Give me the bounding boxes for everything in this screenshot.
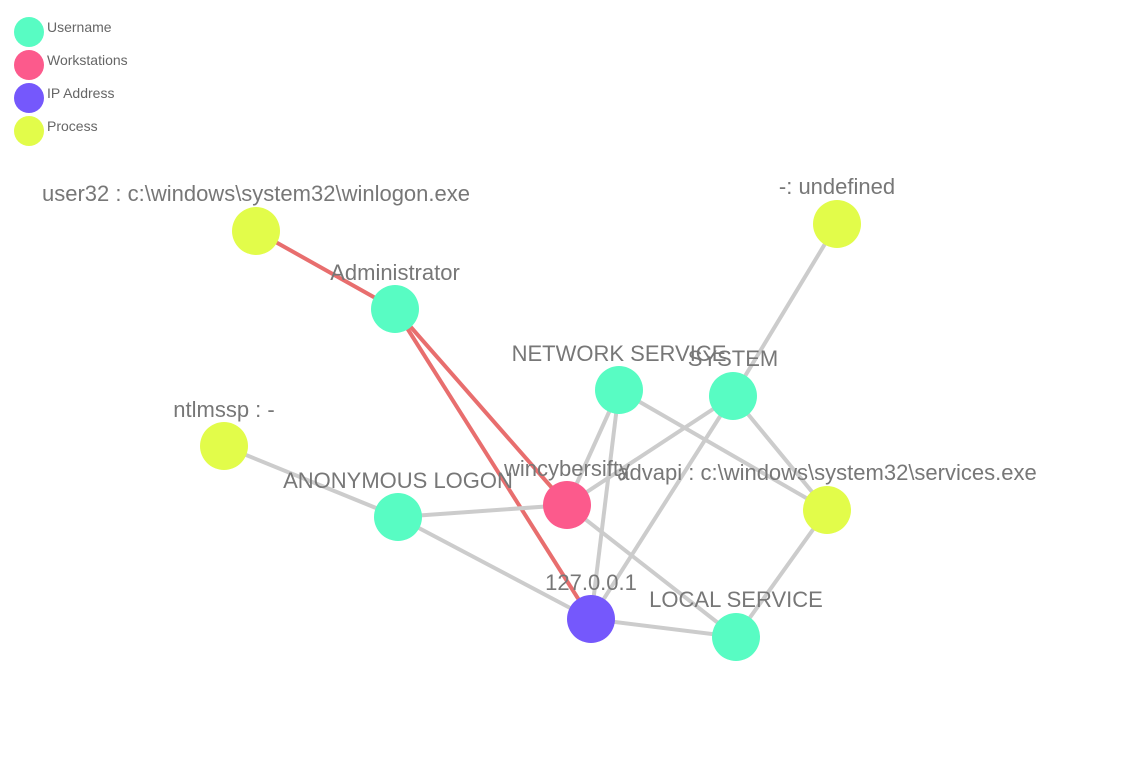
edge-admin-ip[interactable] — [393, 307, 593, 621]
edge-anon-ip[interactable] — [397, 515, 592, 621]
node-label-services: advapi : c:\windows\system32\services.ex… — [617, 460, 1036, 485]
node-admin[interactable] — [371, 285, 419, 333]
node-ntlmssp[interactable] — [200, 422, 248, 470]
edge-winlogon-admin[interactable] — [255, 229, 396, 311]
edge-admin-wincyb[interactable] — [393, 307, 569, 507]
edge-system-ip[interactable] — [589, 394, 735, 621]
node-label-admin: Administrator — [330, 260, 460, 285]
node-netsvc[interactable] — [595, 366, 643, 414]
node-label-winlogon: user32 : c:\windows\system32\winlogon.ex… — [42, 181, 470, 206]
legend-item-workstations: Workstations — [0, 50, 200, 83]
node-label-ip: 127.0.0.1 — [545, 570, 637, 595]
edge-layer — [223, 222, 839, 639]
node-label-undefined: -: undefined — [779, 174, 895, 199]
node-label-localsvc: LOCAL SERVICE — [649, 587, 823, 612]
node-ip[interactable] — [567, 595, 615, 643]
node-label-netsvc: NETWORK SERVICE — [512, 341, 727, 366]
legend-label-workstations: Workstations — [47, 52, 128, 68]
label-layer: user32 : c:\windows\system32\winlogon.ex… — [42, 174, 1037, 612]
node-label-wincyb: wincybersifty — [503, 456, 630, 481]
node-undefined[interactable] — [813, 200, 861, 248]
legend-label-process: Process — [47, 118, 98, 134]
node-wincyb[interactable] — [543, 481, 591, 529]
edge-ip-localsvc[interactable] — [590, 617, 737, 639]
node-services[interactable] — [803, 486, 851, 534]
node-label-system: SYSTEM — [688, 346, 778, 371]
edge-ntlmssp-anon[interactable] — [223, 444, 399, 519]
edge-undefined-system[interactable] — [731, 222, 839, 398]
legend-swatch-workstations — [14, 50, 44, 80]
node-label-ntlmssp: ntlmssp : - — [173, 397, 274, 422]
legend-label-ip-address: IP Address — [47, 85, 115, 101]
node-anon[interactable] — [374, 493, 422, 541]
edge-system-wincyb[interactable] — [565, 394, 735, 507]
edge-netsvc-ip[interactable] — [589, 389, 621, 620]
legend-swatch-ip-address — [14, 83, 44, 113]
node-localsvc[interactable] — [712, 613, 760, 661]
legend-item-username: Username — [0, 17, 200, 50]
legend-swatch-process — [14, 116, 44, 146]
edge-wincyb-localsvc[interactable] — [565, 503, 738, 639]
edge-services-localsvc[interactable] — [734, 508, 829, 639]
node-winlogon[interactable] — [232, 207, 280, 255]
node-layer — [200, 200, 861, 661]
legend-label-username: Username — [47, 19, 112, 35]
node-label-anon: ANONYMOUS LOGON — [283, 468, 513, 493]
legend-swatch-username — [14, 17, 44, 47]
edge-anon-wincyb[interactable] — [397, 503, 568, 519]
node-system[interactable] — [709, 372, 757, 420]
edge-netsvc-services[interactable] — [618, 388, 828, 512]
edge-system-services[interactable] — [731, 394, 829, 512]
legend-item-process: Process — [0, 116, 200, 149]
legend-item-ip-address: IP Address — [0, 83, 200, 116]
